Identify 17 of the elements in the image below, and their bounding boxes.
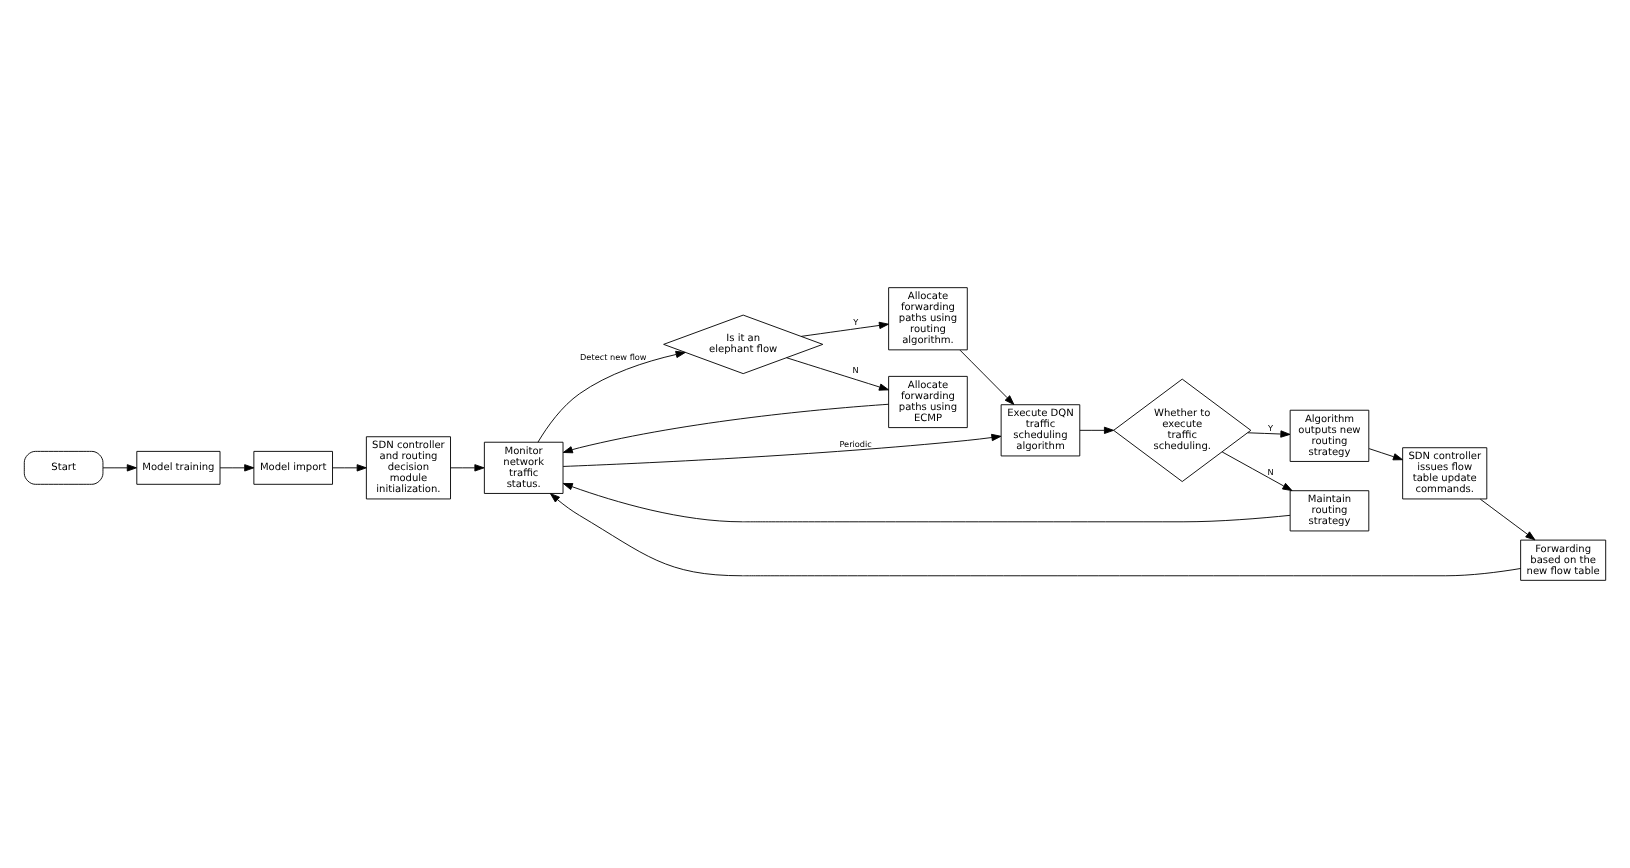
arrow xyxy=(450,464,485,472)
arrow xyxy=(219,464,255,472)
arrow xyxy=(1079,426,1114,434)
arrow xyxy=(537,350,686,443)
arrow xyxy=(562,403,889,454)
arrow xyxy=(562,433,1002,467)
arrow xyxy=(1221,451,1293,492)
arrow xyxy=(102,464,137,472)
arrow xyxy=(959,349,1015,405)
arrow xyxy=(550,493,1522,577)
arrow xyxy=(332,464,367,472)
arrow xyxy=(1368,448,1403,461)
arrow xyxy=(786,357,890,391)
arrow xyxy=(800,321,889,337)
arrow xyxy=(562,483,1291,523)
arrow xyxy=(1479,498,1536,541)
arrow xyxy=(1247,430,1291,438)
